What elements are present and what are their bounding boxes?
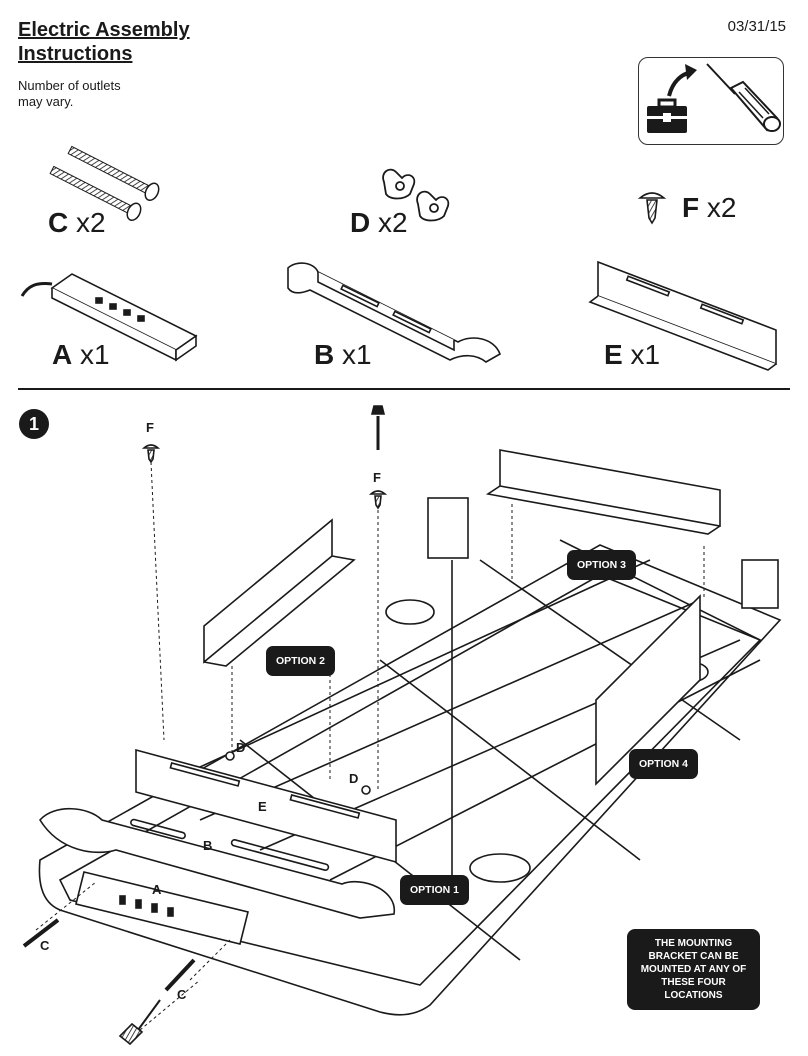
title-line-2: Instructions <box>18 43 133 65</box>
option-3-tag: OPTION 3 <box>567 550 637 580</box>
bracket-b-illustration <box>287 262 501 363</box>
screwdriver-icon <box>706 63 781 132</box>
option-2-tag: OPTION 2 <box>266 646 336 676</box>
part-a-label: A x1 <box>52 339 110 370</box>
callout-d-left: D <box>236 740 246 755</box>
callout-d-right: D <box>349 771 359 786</box>
callout-e: E <box>258 799 267 814</box>
power-strip-a-illustration <box>20 273 198 362</box>
part-b-label: B x1 <box>314 339 372 370</box>
outlets-note: Number of outlets may vary. <box>18 78 121 109</box>
option-4-tag: OPTION 4 <box>629 749 699 779</box>
callout-b: B <box>203 838 213 853</box>
wing-nut-d-illustration <box>382 168 450 222</box>
callout-f-left: F <box>146 420 154 435</box>
section-divider <box>18 388 790 390</box>
mounting-note: THE MOUNTING BRACKET CAN BE MOUNTED AT A… <box>627 929 760 1010</box>
page-title: Electric Assembly Instructions <box>18 18 190 66</box>
bolt-c-illustration <box>49 145 160 221</box>
toolbox-icon <box>647 64 697 133</box>
part-d-label: D x2 <box>350 207 408 238</box>
part-f-label: F x2 <box>682 192 737 223</box>
document-date: 03/31/15 <box>727 18 786 35</box>
part-c-label: C x2 <box>48 207 106 238</box>
step-number: 1 <box>19 409 49 439</box>
part-e-label: E x1 <box>604 339 661 370</box>
callout-f-center: F <box>373 470 381 485</box>
callout-c-left: C <box>40 938 50 953</box>
callout-c-bottom: C <box>177 987 187 1002</box>
callout-a: A <box>152 882 162 897</box>
assembly-drawing <box>22 405 782 1046</box>
title-line-1: Electric Assembly <box>18 19 190 41</box>
option-1-tag: OPTION 1 <box>400 875 470 905</box>
rail-e-illustration <box>588 260 777 371</box>
tools-required-box <box>638 57 784 145</box>
screw-f-illustration <box>637 192 667 225</box>
